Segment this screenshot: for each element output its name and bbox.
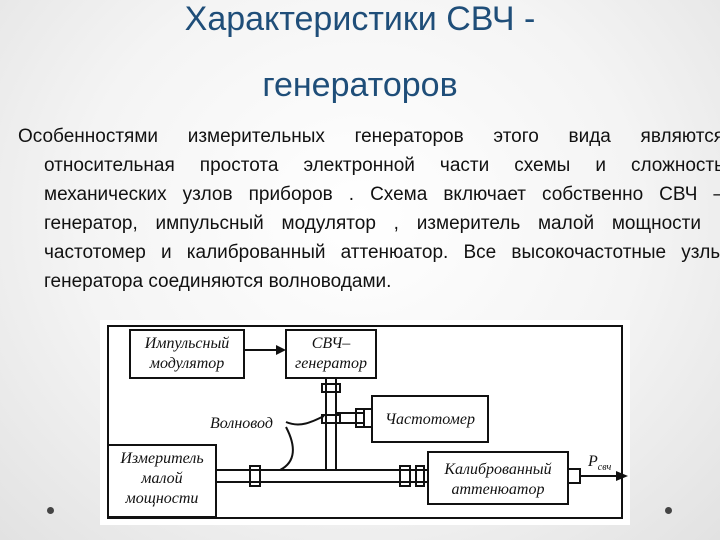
output-power-symbol: P bbox=[587, 453, 598, 470]
power-meter-label-1: Измеритель bbox=[119, 450, 203, 467]
frequency-meter-label: Частотомер bbox=[385, 411, 475, 428]
nav-dot-left bbox=[47, 507, 54, 514]
title-line-1: Характеристики СВЧ - bbox=[184, 0, 536, 38]
power-meter-label-3: мощности bbox=[125, 490, 199, 507]
waveguide-label: Волновод bbox=[210, 415, 273, 432]
attenuator-label-1: Калиброванный bbox=[443, 461, 551, 478]
block-diagram: Импульсный модулятор СВЧ– генератор Волн… bbox=[100, 320, 630, 525]
pulse-modulator-label-2: модулятор bbox=[149, 355, 225, 372]
microwave-generator-label-1: СВЧ– bbox=[312, 335, 352, 352]
microwave-generator-label-2: генератор bbox=[295, 355, 367, 372]
title-line-2: генераторов bbox=[262, 66, 458, 104]
slide-body-text: Особенностями измерительных генераторов … bbox=[18, 126, 720, 292]
output-power-label: Pсвч bbox=[587, 453, 612, 473]
output-power-subscript: свч bbox=[598, 462, 612, 473]
nav-dot-right bbox=[665, 507, 672, 514]
diagram-frame bbox=[107, 325, 623, 519]
pulse-modulator-block bbox=[129, 329, 245, 379]
block-diagram-svg: Импульсный модулятор СВЧ– генератор Волн… bbox=[107, 325, 628, 519]
attenuator-label-2: аттенюатор bbox=[452, 481, 545, 498]
waveguide-horizontal bbox=[215, 469, 429, 483]
slide-title: Характеристики СВЧ - генераторов bbox=[0, 0, 720, 118]
power-meter-label-2: малой bbox=[140, 470, 182, 487]
pulse-modulator-label-1: Импульсный bbox=[144, 335, 230, 352]
